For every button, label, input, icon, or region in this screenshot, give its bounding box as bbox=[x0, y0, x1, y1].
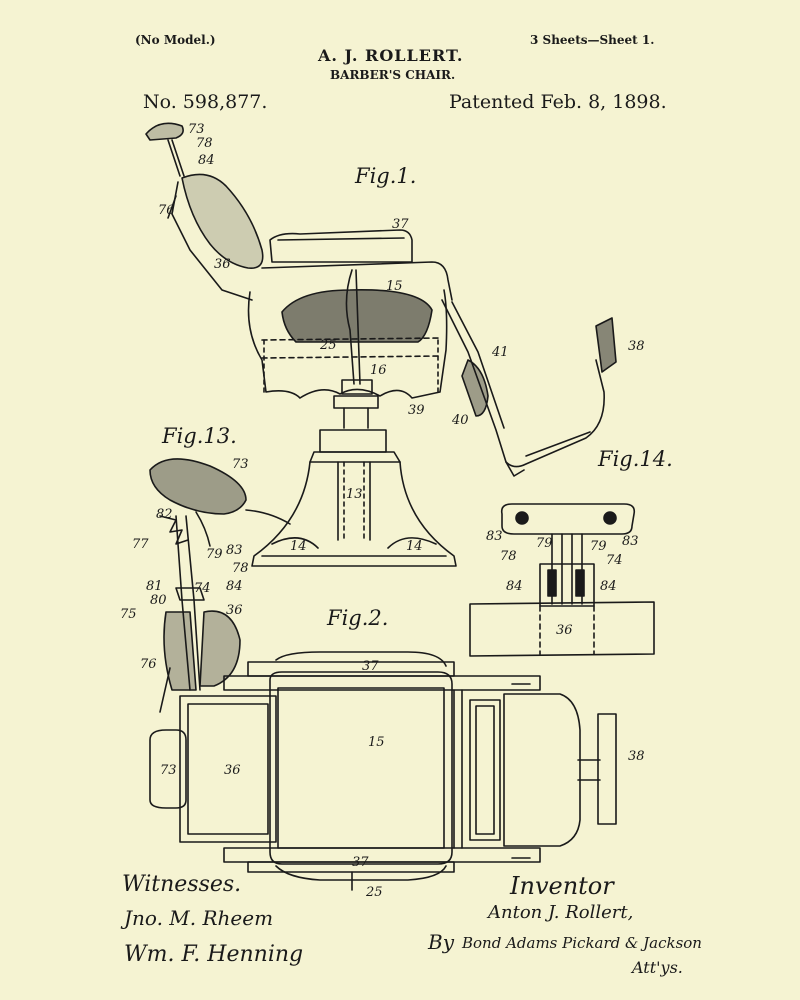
callout: 38 bbox=[628, 749, 645, 764]
witness-2-signature: Wm. F. Henning bbox=[124, 942, 304, 967]
callout: 82 bbox=[156, 507, 173, 522]
callout: 39 bbox=[408, 403, 425, 418]
callout: 37 bbox=[352, 855, 369, 870]
patent-number: No. 598,877. bbox=[143, 91, 268, 113]
callout: 84 bbox=[198, 153, 215, 168]
callout: 36 bbox=[224, 763, 241, 778]
callout: 77 bbox=[132, 537, 149, 552]
callout: 84 bbox=[600, 579, 617, 594]
figure-2-drawing bbox=[149, 651, 617, 891]
figure-14-drawing bbox=[469, 503, 655, 657]
callout: 83 bbox=[622, 534, 639, 549]
callout: 40 bbox=[451, 413, 469, 428]
callout: 74 bbox=[194, 581, 211, 596]
witnesses-label: Witnesses. bbox=[122, 872, 242, 897]
callout: 41 bbox=[491, 345, 509, 360]
inventor-name: A. J. ROLLERT. bbox=[318, 46, 464, 65]
callout: 16 bbox=[370, 363, 387, 378]
callout: 83 bbox=[486, 529, 503, 544]
callout: 76 bbox=[140, 657, 157, 672]
attys-label: Att'ys. bbox=[632, 958, 683, 977]
callout: 76 bbox=[158, 203, 175, 218]
callout: 80 bbox=[150, 593, 167, 608]
callout: 83 bbox=[226, 543, 243, 558]
callout: 37 bbox=[362, 659, 379, 674]
sheet-count: 3 Sheets—Sheet 1. bbox=[530, 33, 655, 47]
model-note: (No Model.) bbox=[135, 33, 216, 47]
by-label: By bbox=[428, 930, 454, 954]
callout: 37 bbox=[392, 217, 409, 232]
figure-14-label: Fig.14. bbox=[598, 447, 673, 471]
callout: 73 bbox=[160, 763, 177, 778]
figure-13-label: Fig.13. bbox=[162, 424, 237, 448]
callout: 15 bbox=[368, 735, 385, 750]
callout: 75 bbox=[120, 607, 137, 622]
figure-13-drawing bbox=[149, 458, 291, 713]
callout: 13 bbox=[346, 487, 363, 502]
patent-title: BARBER'S CHAIR. bbox=[330, 68, 456, 82]
callout: 79 bbox=[206, 547, 223, 562]
callout: 73 bbox=[188, 122, 205, 137]
callout: 78 bbox=[196, 136, 213, 151]
figure-1-label: Fig.1. bbox=[355, 164, 417, 188]
callout: 84 bbox=[226, 579, 243, 594]
callout: 79 bbox=[536, 536, 553, 551]
callout: 79 bbox=[590, 539, 607, 554]
figure-2-label: Fig.2. bbox=[327, 606, 389, 630]
callout-numbers: 73 78 84 76 36 37 15 25 16 39 40 41 38 1… bbox=[120, 122, 645, 900]
callout: 36 bbox=[214, 257, 231, 272]
callout: 25 bbox=[319, 338, 337, 353]
callout: 36 bbox=[226, 603, 243, 618]
witness-1-signature: Jno. M. Rheem bbox=[124, 906, 274, 930]
callout: 81 bbox=[146, 579, 163, 594]
callout: 25 bbox=[365, 885, 383, 900]
callout: 78 bbox=[500, 549, 517, 564]
callout: 14 bbox=[290, 539, 307, 554]
callout: 84 bbox=[506, 579, 523, 594]
figure-1-drawing bbox=[145, 122, 617, 567]
attorneys-signature: Bond Adams Pickard & Jackson bbox=[462, 934, 702, 952]
callout: 73 bbox=[232, 457, 249, 472]
callout: 36 bbox=[556, 623, 573, 638]
patent-date: Patented Feb. 8, 1898. bbox=[449, 91, 667, 113]
callout: 15 bbox=[386, 279, 403, 294]
inventor-label: Inventor bbox=[510, 872, 614, 900]
callout: 78 bbox=[232, 561, 249, 576]
inventor-signature: Anton J. Rollert, bbox=[488, 902, 634, 923]
callout: 14 bbox=[406, 539, 423, 554]
callout: 74 bbox=[606, 553, 623, 568]
callout: 38 bbox=[628, 339, 645, 354]
